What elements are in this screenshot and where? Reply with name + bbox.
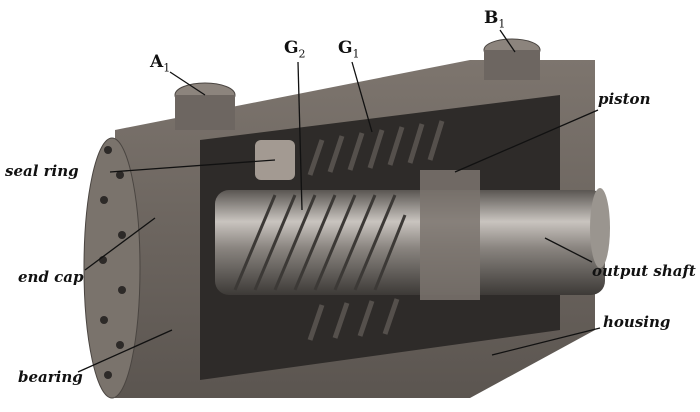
end-cap-bolt-holes <box>99 146 126 379</box>
label-piston: piston <box>598 90 651 108</box>
label-a1: A1 <box>150 52 170 74</box>
helical-gear-g2 <box>233 194 407 291</box>
internal-gear-g1 <box>307 120 445 341</box>
piston <box>420 170 480 300</box>
label-b1-main: B <box>484 8 499 28</box>
label-b1: B1 <box>484 8 505 30</box>
label-seal-ring: seal ring <box>5 162 79 180</box>
label-g1-sub: 1 <box>352 47 360 61</box>
label-a1-sub: 1 <box>163 61 171 75</box>
label-g1-main: G <box>338 38 353 58</box>
label-g2: G2 <box>284 38 306 60</box>
end-cap-face <box>83 137 141 399</box>
label-g2-main: G <box>284 38 299 58</box>
label-g2-sub: 2 <box>298 47 306 61</box>
label-a1-main: A <box>150 52 164 72</box>
label-housing: housing <box>603 313 671 331</box>
leader-lines <box>77 29 601 373</box>
label-output-shaft: output shaft <box>592 262 696 280</box>
output-shaft <box>215 190 605 295</box>
label-g1: G1 <box>338 38 360 60</box>
label-bearing: bearing <box>18 368 83 386</box>
label-end-cap: end cap <box>18 268 84 286</box>
label-b1-sub: 1 <box>498 17 506 31</box>
